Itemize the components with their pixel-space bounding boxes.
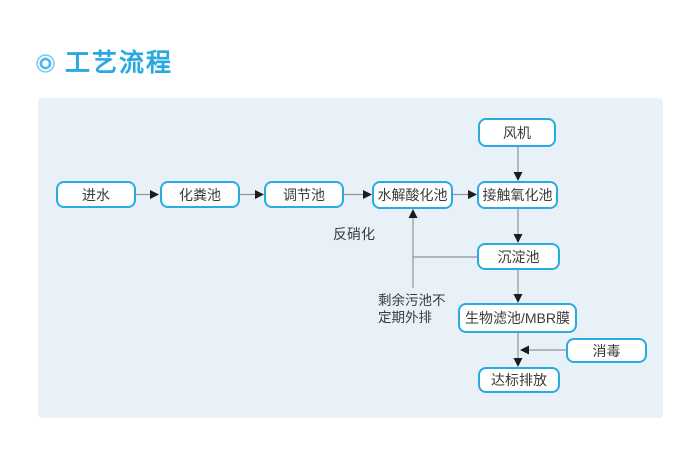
node-disinfection: 消毒 [566,338,647,363]
node-inlet: 进水 [56,181,136,208]
sludge-note-line2: 定期外排 [378,310,432,325]
double-circle-icon [36,54,55,73]
page-title: 工艺流程 [65,49,174,77]
denitrification-label: 反硝化 [333,226,375,242]
flow-diagram-panel: 进水 化粪池 调节池 水解酸化池 接触氧化池 风机 沉淀池 生物滤池/MBR膜 … [38,98,663,418]
sludge-note-line1: 剩余污池不 [378,293,446,308]
node-standard-discharge: 达标排放 [478,367,560,393]
sludge-note: 剩余污池不 定期外排 [378,292,446,326]
node-biofilter-mbr-membrane: 生物滤池/MBR膜 [458,303,577,333]
node-fan: 风机 [478,118,556,147]
node-contact-oxidation-tank: 接触氧化池 [477,181,558,209]
node-regulating-tank: 调节池 [264,181,344,208]
node-hydrolysis-acidification-tank: 水解酸化池 [372,181,453,209]
node-sedimentation-tank: 沉淀池 [477,243,560,270]
flow-connectors [136,147,566,367]
node-septic-tank: 化粪池 [160,181,240,208]
section-heading: 工艺流程 [36,49,174,78]
